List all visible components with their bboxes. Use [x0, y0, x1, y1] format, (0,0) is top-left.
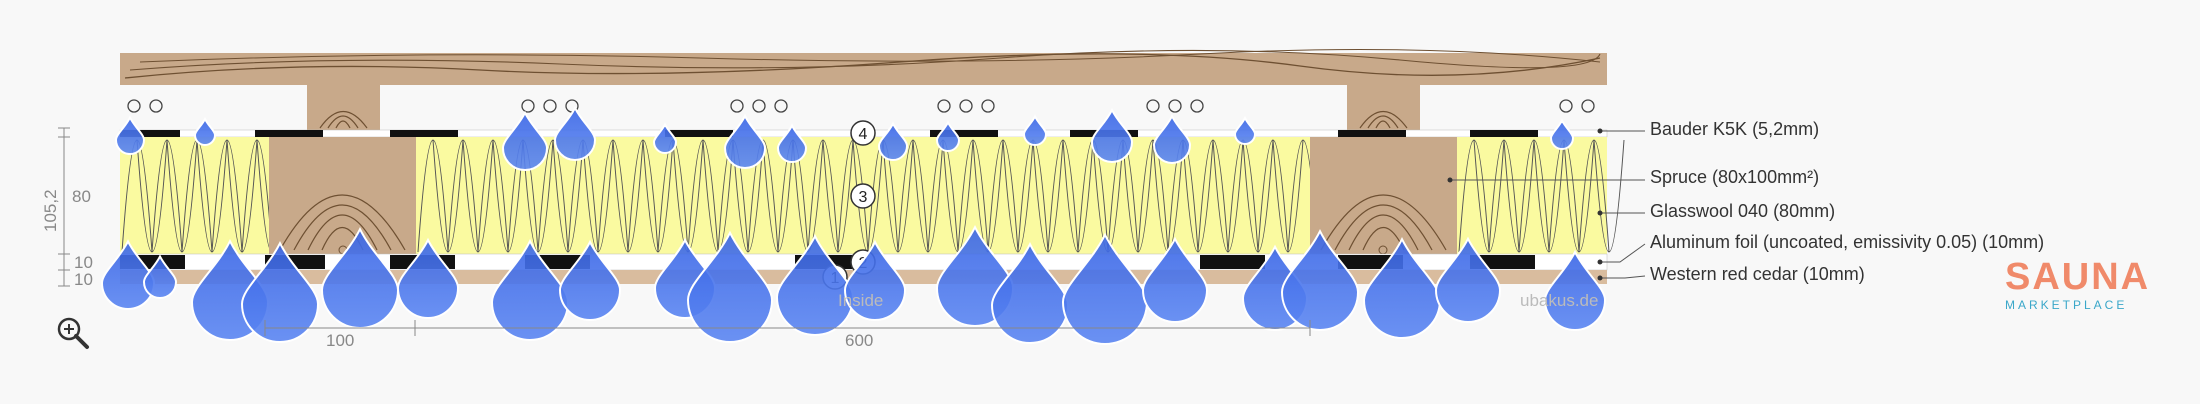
leader-lines: [1450, 130, 1646, 279]
water-droplet: [652, 122, 678, 154]
water-droplet: [723, 113, 767, 169]
dim-foil: 10: [74, 253, 93, 272]
watermark-site: ubakus.de: [1520, 291, 1598, 310]
water-droplet: [396, 237, 460, 319]
logo-subtitle: MARKETPLACE: [2005, 298, 2128, 312]
water-droplet: [1543, 249, 1607, 331]
water-droplet: [1280, 228, 1360, 331]
ring-markers: [127, 99, 1595, 113]
legend-spruce: Spruce (80x100mm²): [1650, 167, 1820, 187]
water-droplet: [686, 230, 774, 343]
stud-right: [1310, 137, 1457, 255]
logo-brand: SAUNA: [2005, 256, 2151, 298]
water-droplet: [558, 239, 622, 321]
water-droplet: [843, 239, 907, 321]
water-droplet: [501, 110, 549, 171]
dimension-lines: [58, 127, 1311, 336]
legend-glasswool: Glasswool 040 (80mm): [1650, 201, 1836, 221]
water-droplet: [1434, 236, 1502, 323]
stud-left: [269, 137, 416, 255]
water-droplet: [1141, 236, 1209, 323]
water-droplet: [877, 121, 909, 161]
water-droplet: [1233, 115, 1257, 145]
counter-batten-right: [1347, 85, 1420, 130]
leader-dots: [1447, 128, 1603, 281]
dim-edge-width: 100: [326, 331, 354, 350]
water-droplet: [142, 254, 178, 299]
water-droplet: [1022, 114, 1048, 146]
water-droplet: [1090, 107, 1134, 163]
condensation-droplets: [100, 105, 1607, 345]
legend-cedar: Western red cedar (10mm): [1650, 264, 1865, 284]
sauna-marketplace-logo: SAUNA MARKETPLACE: [2005, 256, 2155, 312]
zoom-in-icon[interactable]: [56, 316, 90, 350]
water-droplet: [1152, 113, 1192, 164]
water-droplet: [553, 105, 597, 161]
dim-cedar: 10: [74, 270, 93, 289]
water-droplet: [776, 123, 808, 163]
water-droplet: [1549, 118, 1575, 150]
svg-text:4: 4: [859, 126, 868, 143]
counter-batten-left: [307, 85, 380, 130]
layer-number-4: 4: [850, 120, 876, 146]
legend-bauder-k5k: Bauder K5K (5,2mm): [1650, 119, 1820, 139]
legend-aluminum-foil: Aluminum foil (uncoated, emissivity 0.05…: [1650, 232, 2045, 252]
dim-insulation: 80: [72, 187, 91, 206]
water-droplet: [935, 120, 961, 152]
svg-text:3: 3: [859, 189, 868, 206]
water-droplet: [114, 115, 146, 155]
dim-total-thickness: 105,2: [41, 189, 60, 232]
top-board: [120, 49, 1607, 85]
water-droplet: [240, 240, 320, 343]
dim-spacing: 600: [845, 331, 873, 350]
layer-number-3: 3: [850, 183, 876, 209]
watermark-inside: Inside: [838, 291, 883, 310]
water-droplet: [193, 116, 217, 146]
